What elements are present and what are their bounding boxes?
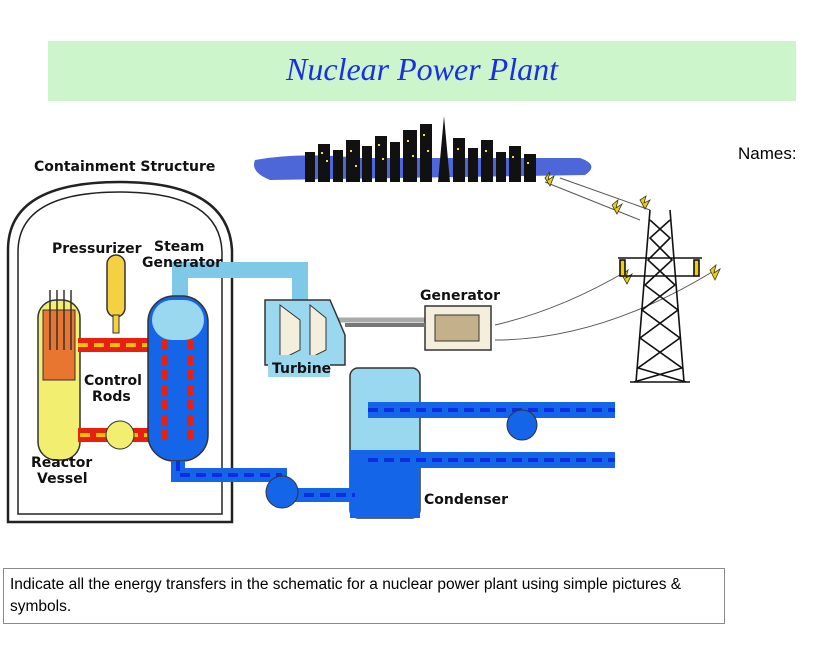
condensate-loop: [171, 461, 355, 509]
reactor-vessel-icon: [37, 290, 81, 461]
label-containment: Containment Structure: [34, 159, 215, 175]
label-reactor-1: Reactor: [31, 455, 92, 471]
title-banner: Nuclear Power Plant: [48, 41, 796, 101]
label-steam-generator-1: Steam: [154, 239, 204, 255]
label-generator: Generator: [420, 288, 500, 304]
steam-pipes: [172, 262, 440, 323]
label-control-2: Rods: [92, 389, 131, 405]
names-label: Names:: [738, 144, 797, 163]
turbine-icon: [264, 299, 346, 377]
city-skyline: [254, 116, 592, 182]
condenser-icon: [349, 367, 615, 519]
label-condenser: Condenser: [424, 492, 508, 508]
generator-icon: [345, 305, 492, 351]
label-steam-generator-2: Generator: [142, 255, 222, 271]
page-title: Nuclear Power Plant: [286, 51, 558, 87]
instructions-box: Indicate all the energy transfers in the…: [3, 568, 725, 624]
power-lines: [494, 177, 713, 341]
transmission-tower-icon: [618, 209, 702, 383]
label-control-1: Control: [84, 373, 142, 389]
steam-generator-icon: [147, 295, 209, 462]
label-pressurizer: Pressurizer: [52, 241, 142, 257]
label-turbine: Turbine: [272, 361, 331, 377]
pressurizer-icon: [106, 254, 126, 334]
nuclear-plant-diagram: Containment Structure Pressurizer Steam …: [6, 116, 721, 524]
label-reactor-2: Vessel: [37, 471, 88, 487]
